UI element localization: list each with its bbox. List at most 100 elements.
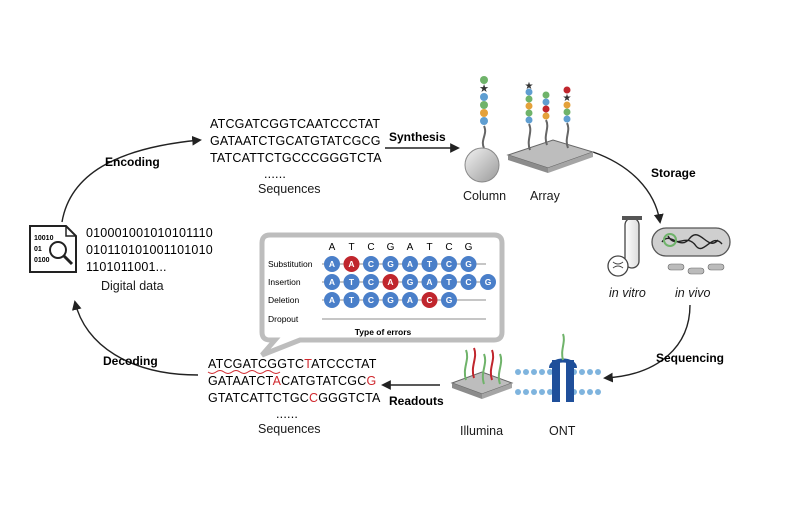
error-base: T xyxy=(304,357,312,371)
readout-seq-3: GTATCATTCTGCCGGGTCTA xyxy=(208,391,381,405)
base-letter: G xyxy=(387,295,394,305)
step-encoding: Encoding xyxy=(105,155,160,169)
base-letter: C xyxy=(368,277,374,287)
base-letter: A xyxy=(329,277,335,287)
error-base-circle xyxy=(343,256,360,272)
base-circle xyxy=(382,292,399,308)
magnifier-icon xyxy=(49,241,74,266)
base-letter: A xyxy=(426,277,432,287)
base-circle xyxy=(343,292,360,308)
test-tube-icon xyxy=(607,216,642,277)
base-circle xyxy=(363,274,379,290)
base-letter: C xyxy=(465,277,471,287)
base-letter: A xyxy=(387,277,393,287)
base-letter: G xyxy=(485,277,492,287)
base-circle xyxy=(421,256,438,272)
error-type-label: Dropout xyxy=(268,314,299,324)
svg-text:★: ★ xyxy=(525,81,534,92)
base-circle xyxy=(441,292,457,308)
base-letter: C xyxy=(446,259,452,269)
bits-line-3: 1101011001... xyxy=(86,260,167,274)
ont-label: ONT xyxy=(549,424,576,438)
header-base: A xyxy=(407,242,414,253)
svg-text:01: 01 xyxy=(34,246,42,253)
nanopore-membrane-icon xyxy=(515,333,601,402)
base-circle xyxy=(382,256,399,272)
arrow-decoding xyxy=(72,300,199,376)
base-letter: A xyxy=(407,295,413,305)
arrow-storage xyxy=(592,151,664,224)
base-letter: A xyxy=(329,295,335,305)
step-decoding: Decoding xyxy=(103,354,158,368)
header-base: T xyxy=(426,242,432,253)
readout-sequences-label: Sequences xyxy=(258,422,321,436)
step-synthesis: Synthesis xyxy=(389,130,446,144)
wavy-underline xyxy=(207,370,281,374)
base-circle xyxy=(402,274,418,290)
base-circle xyxy=(402,256,418,272)
base-circle xyxy=(363,256,379,272)
base-letter: A xyxy=(329,259,335,269)
error-panel-footer: Type of errors xyxy=(355,327,412,337)
header-base: G xyxy=(387,242,395,253)
base-circle xyxy=(324,256,340,272)
error-base-circle xyxy=(421,292,438,308)
header-base: A xyxy=(329,242,336,253)
base-letter: A xyxy=(407,259,413,269)
illumina-flowcell-icon xyxy=(450,347,514,399)
base-circle xyxy=(402,292,418,308)
encoded-seq-1: ATCGATCGGTCAATCCCTAT xyxy=(210,117,380,131)
bits-line-2: 010110101001101010 xyxy=(86,243,213,257)
base-letter: G xyxy=(407,277,414,287)
base-letter: T xyxy=(446,277,452,287)
error-base: A xyxy=(273,374,282,388)
base-circle xyxy=(343,274,360,290)
base-circle xyxy=(441,274,457,290)
column-label: Column xyxy=(463,189,506,203)
base-circle xyxy=(460,274,477,290)
error-base: C xyxy=(309,391,318,405)
base-circle xyxy=(324,292,340,308)
base-circle xyxy=(421,274,438,290)
column-bead-icon: ★ xyxy=(464,76,500,183)
header-base: C xyxy=(367,242,374,253)
array-label: Array xyxy=(530,189,561,203)
header-base: T xyxy=(348,242,354,253)
step-storage: Storage xyxy=(651,166,696,180)
base-letter: G xyxy=(465,259,472,269)
svg-text:★: ★ xyxy=(563,93,572,104)
error-base: G xyxy=(366,374,376,388)
encoded-seq-2: GATAATCTGCATGTATCGCG xyxy=(210,134,381,148)
readout-seq-2: GATAATCTACATGTATCGCG xyxy=(208,374,376,388)
error-base-circle xyxy=(382,274,399,290)
error-type-label: Substitution xyxy=(268,259,313,269)
base-circle xyxy=(363,292,379,308)
base-letter: T xyxy=(427,259,433,269)
svg-text:10010: 10010 xyxy=(34,235,54,242)
svg-text:★: ★ xyxy=(479,83,489,95)
readout-seq-1: ATCGATCGGTCTATCCCTAT xyxy=(208,357,377,371)
error-type-label: Deletion xyxy=(268,295,299,305)
svg-text:0100: 0100 xyxy=(34,257,50,264)
base-circle xyxy=(460,256,477,272)
array-chip-icon: ★ ★ xyxy=(506,81,595,173)
base-circle xyxy=(324,274,340,290)
base-letter: C xyxy=(368,259,374,269)
header-base: G xyxy=(465,242,473,253)
base-letter: A xyxy=(348,259,354,269)
base-letter: G xyxy=(446,295,453,305)
step-readouts: Readouts xyxy=(389,394,444,408)
base-letter: G xyxy=(387,259,394,269)
illumina-label: Illumina xyxy=(460,424,503,438)
arrow-sequencing xyxy=(603,304,691,383)
error-type-label: Insertion xyxy=(268,277,301,287)
base-circle xyxy=(480,274,496,290)
base-letter: C xyxy=(426,295,432,305)
base-circle xyxy=(441,256,457,272)
in-vitro-label: in vitro xyxy=(609,286,646,300)
base-letter: T xyxy=(349,295,355,305)
step-sequencing: Sequencing xyxy=(656,351,724,365)
in-vivo-label: in vivo xyxy=(675,286,710,300)
